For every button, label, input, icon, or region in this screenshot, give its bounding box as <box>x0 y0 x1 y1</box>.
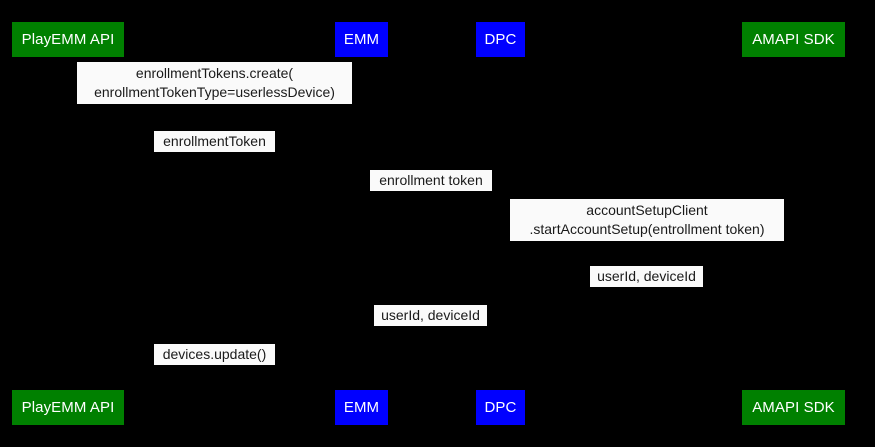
message-arrowhead-3 <box>785 239 793 248</box>
message-arrow-line-5 <box>361 328 500 329</box>
message-arrowhead-2 <box>492 189 500 198</box>
message-arrow-line-2 <box>361 193 500 194</box>
lifeline-3 <box>793 57 794 390</box>
message-label-accountsetupclient: accountSetupClient .startAccountSetup(en… <box>510 199 784 241</box>
participant-bottom-playemm-api[interactable]: PlayEMM API <box>12 390 124 425</box>
message-arrow-line-4 <box>500 289 793 290</box>
message-arrow-line-3 <box>500 243 793 244</box>
message-label-enrollmenttoken: enrollmentToken <box>154 131 275 152</box>
message-label-devices-update: devices.update() <box>154 344 275 365</box>
participant-bottom-amapi-sdk[interactable]: AMAPI SDK <box>742 390 845 425</box>
message-arrowhead-1 <box>353 150 361 159</box>
participant-top-amapi-sdk[interactable]: AMAPI SDK <box>742 22 845 57</box>
participant-top-emm[interactable]: EMM <box>335 22 388 57</box>
message-label-userid-deviceid: userId, deviceId <box>374 305 487 326</box>
participant-top-dpc[interactable]: DPC <box>476 22 525 57</box>
lifeline-0 <box>68 57 69 390</box>
participant-bottom-emm[interactable]: EMM <box>335 390 388 425</box>
message-label-enrollment-token: enrollment token <box>370 170 492 191</box>
message-arrow-line-6 <box>68 367 361 368</box>
message-arrow-line-1 <box>68 154 361 155</box>
message-label-enrollmenttokens-create: enrollmentTokens.create( enrollmentToken… <box>77 62 352 104</box>
message-arrowhead-4 <box>500 285 508 294</box>
message-arrowhead-0 <box>68 102 76 111</box>
lifeline-1 <box>361 57 362 390</box>
message-arrow-line-0 <box>68 106 361 107</box>
participant-top-playemm-api[interactable]: PlayEMM API <box>12 22 124 57</box>
message-label-userid-deviceid: userId, deviceId <box>590 266 703 287</box>
message-arrowhead-6 <box>68 363 76 372</box>
participant-bottom-dpc[interactable]: DPC <box>476 390 525 425</box>
message-arrowhead-5 <box>361 324 369 333</box>
lifeline-2 <box>500 57 501 390</box>
